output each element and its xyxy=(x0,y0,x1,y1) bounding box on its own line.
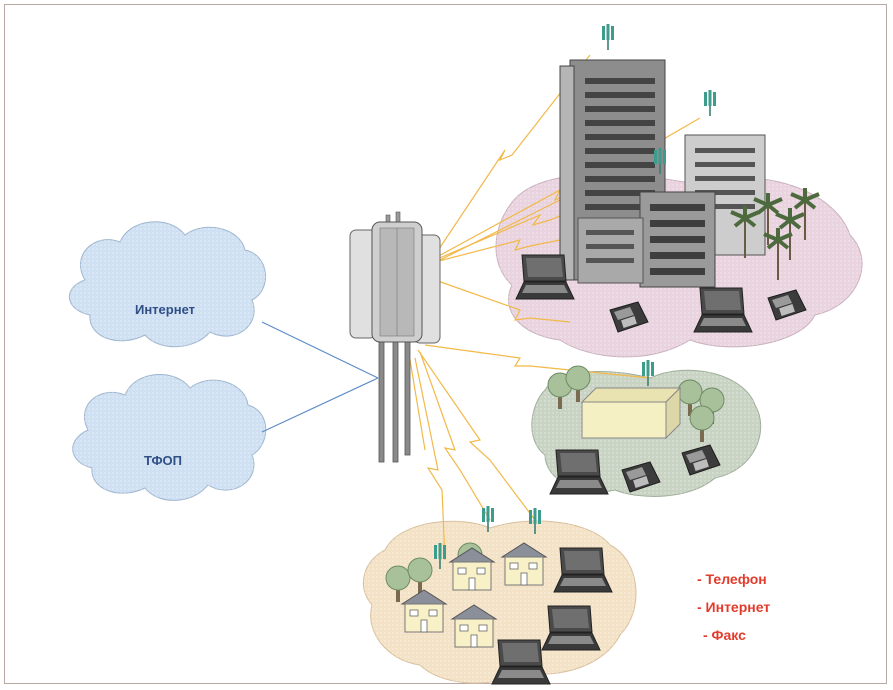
wired-links xyxy=(261,321,379,433)
building-front xyxy=(639,191,716,288)
diagram-frame xyxy=(4,4,887,684)
service-item-fax: - Факс xyxy=(703,627,746,643)
city-buildings xyxy=(559,59,766,288)
building-icon xyxy=(580,386,682,440)
suburb-office xyxy=(547,365,725,495)
internet-cloud: Интернет xyxy=(68,221,266,348)
pstn-cloud: ТФОП xyxy=(72,374,267,501)
antenna-icon xyxy=(602,24,614,50)
building-right xyxy=(684,134,766,256)
pstn-cloud-label: ТФОП xyxy=(144,453,182,468)
service-item-phone: - Телефон xyxy=(697,571,767,587)
internet-cloud-label: Интернет xyxy=(135,302,195,317)
building-low-left xyxy=(577,217,644,284)
antenna-icon xyxy=(704,90,716,116)
services-legend: - Телефон - Интернет - Факс xyxy=(697,571,770,643)
base-station-tower xyxy=(349,211,441,463)
service-item-internet: - Интернет xyxy=(697,599,770,615)
